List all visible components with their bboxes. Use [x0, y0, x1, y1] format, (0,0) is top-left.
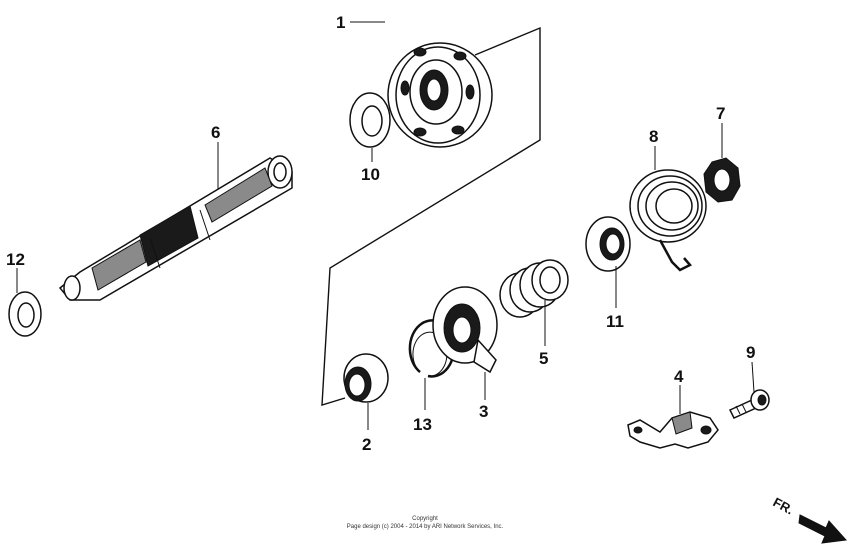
callout-4: 4 — [674, 367, 684, 386]
callout-8: 8 — [649, 127, 658, 146]
part-3-ratchet — [432, 286, 498, 374]
callout-13: 13 — [413, 415, 432, 434]
copyright-line-1: Copyright — [412, 516, 438, 522]
part-12-washer — [8, 291, 42, 337]
part-4-stopper-plate — [627, 411, 719, 449]
leader-9 — [751, 361, 755, 393]
callout-7: 7 — [716, 104, 725, 123]
part-7-nut — [703, 157, 741, 203]
part-9-bolt — [728, 389, 770, 419]
part-11-spring-seat — [585, 216, 631, 272]
callout-11: 11 — [606, 312, 624, 331]
part-8-return-spring — [629, 169, 707, 272]
copyright-line-2: Page design (c) 2004 - 2014 by ARI Netwo… — [347, 524, 504, 530]
callout-12: 12 — [6, 250, 25, 269]
callout-2: 2 — [362, 435, 371, 454]
front-direction-label: FR. — [771, 494, 797, 517]
callout-5: 5 — [539, 349, 548, 368]
part-2-collar — [343, 353, 389, 403]
front-arrow-icon — [798, 514, 848, 544]
part-1-gear — [387, 42, 493, 148]
front-direction-indicator: FR. — [771, 494, 848, 544]
assembly-outline — [321, 26, 541, 406]
part-6-spindle — [58, 155, 293, 301]
callout-1: 1 — [336, 13, 345, 32]
callout-9: 9 — [746, 343, 755, 362]
callout-6: 6 — [211, 123, 220, 142]
callout-10: 10 — [361, 165, 380, 184]
callout-3: 3 — [479, 402, 488, 421]
part-5-spring — [499, 259, 569, 318]
part-10-washer — [349, 92, 391, 148]
